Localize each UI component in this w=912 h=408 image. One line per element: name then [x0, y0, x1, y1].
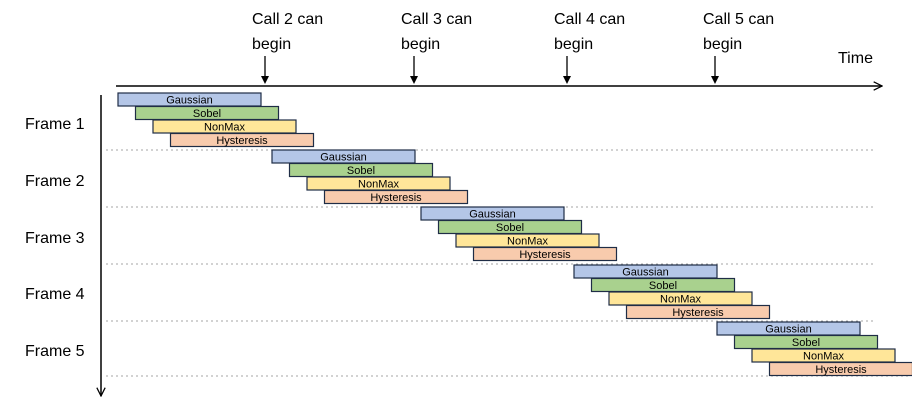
stage-bar-gaussian-frame-4: Gaussian — [573, 264, 718, 279]
stage-bars: GaussianSobelNonMaxHysteresisGaussianSob… — [117, 92, 912, 377]
stage-bar-sobel-frame-1: Sobel — [134, 105, 280, 121]
callout-call-5: Call 5 can begin — [703, 11, 774, 84]
callout-call-4: Call 4 can begin — [554, 11, 625, 84]
stage-bar-hysteresis-frame-2: Hysteresis — [323, 189, 469, 205]
callout-call-2: Call 2 can begin — [252, 11, 323, 84]
stage-bar-nonmax-frame-5: NonMax — [751, 348, 896, 363]
stage-bar-rect — [169, 132, 315, 148]
stage-bar-hysteresis-frame-5: Hysteresis — [768, 361, 912, 377]
callout-label-line2: begin — [554, 36, 593, 53]
stage-bar-rect — [472, 246, 618, 262]
stage-bar-label: Hysteresis — [815, 364, 867, 376]
stage-bar-label: NonMax — [507, 236, 548, 248]
frame-label-2: Frame 2 — [25, 173, 85, 190]
frame-label-1: Frame 1 — [25, 116, 85, 133]
stage-bar-gaussian-frame-5: Gaussian — [716, 321, 861, 336]
stage-bar-label: Gaussian — [622, 267, 668, 279]
callout-arrowhead — [261, 76, 269, 84]
stage-bar-label: Sobel — [496, 222, 524, 234]
frame-label-4: Frame 4 — [25, 286, 85, 303]
stage-bar-gaussian-frame-2: Gaussian — [271, 149, 416, 164]
callout-label-line1: Call 2 can — [252, 11, 323, 28]
stage-bar-rect — [768, 361, 912, 377]
callout-group: Call 2 can begin Call 3 can begin Call 4… — [252, 11, 774, 84]
stage-bar-nonmax-frame-2: NonMax — [306, 176, 451, 191]
stage-bar-label: NonMax — [660, 294, 701, 306]
callout-label-line2: begin — [703, 36, 742, 53]
callout-label-line1: Call 4 can — [554, 11, 625, 28]
callout-arrowhead — [563, 76, 571, 84]
stage-bar-label: Sobel — [792, 337, 820, 349]
stage-bar-label: Sobel — [193, 108, 221, 120]
stage-bar-label: Hysteresis — [370, 192, 422, 204]
stage-bar-label: Gaussian — [765, 324, 811, 336]
stage-bar-label: NonMax — [358, 179, 399, 191]
stage-bar-label: Gaussian — [469, 209, 515, 221]
stage-bar-hysteresis-frame-3: Hysteresis — [472, 246, 618, 262]
stage-bar-label: Hysteresis — [216, 135, 268, 147]
stage-bar-hysteresis-frame-1: Hysteresis — [169, 132, 315, 148]
stage-bar-sobel-frame-2: Sobel — [288, 162, 434, 178]
stage-bar-nonmax-frame-1: NonMax — [152, 119, 297, 134]
stage-bar-label: Gaussian — [166, 95, 212, 107]
stage-bar-gaussian-frame-3: Gaussian — [420, 206, 565, 221]
stage-bar-sobel-frame-3: Sobel — [437, 219, 583, 235]
callout-arrowhead — [711, 76, 719, 84]
stage-bar-nonmax-frame-4: NonMax — [608, 291, 753, 306]
stage-bar-sobel-frame-5: Sobel — [733, 334, 879, 350]
stage-bar-label: Hysteresis — [519, 249, 571, 261]
frame-label-5: Frame 5 — [25, 343, 85, 360]
frame-label-3: Frame 3 — [25, 230, 85, 247]
callout-label-line1: Call 3 can — [401, 11, 472, 28]
stage-bar-label: NonMax — [803, 351, 844, 363]
stage-bar-label: NonMax — [204, 122, 245, 134]
stage-bar-label: Hysteresis — [672, 307, 724, 319]
frame-labels: Frame 1 Frame 2 Frame 3 Frame 4 Frame 5 — [25, 116, 85, 360]
stage-bar-rect — [625, 304, 771, 320]
stage-bar-label: Sobel — [649, 280, 677, 292]
stage-bar-nonmax-frame-3: NonMax — [455, 233, 600, 248]
callout-label-line2: begin — [401, 36, 440, 53]
stage-bar-label: Sobel — [347, 165, 375, 177]
callout-arrowhead — [410, 76, 418, 84]
stage-bar-label: Gaussian — [320, 152, 366, 164]
time-axis-label: Time — [838, 50, 873, 67]
stage-bar-gaussian-frame-1: Gaussian — [117, 92, 262, 107]
callout-label-line1: Call 5 can — [703, 11, 774, 28]
stage-bar-rect — [323, 189, 469, 205]
callout-label-line2: begin — [252, 36, 291, 53]
stage-bar-hysteresis-frame-4: Hysteresis — [625, 304, 771, 320]
stage-bar-sobel-frame-4: Sobel — [590, 277, 736, 293]
callout-call-3: Call 3 can begin — [401, 11, 472, 84]
